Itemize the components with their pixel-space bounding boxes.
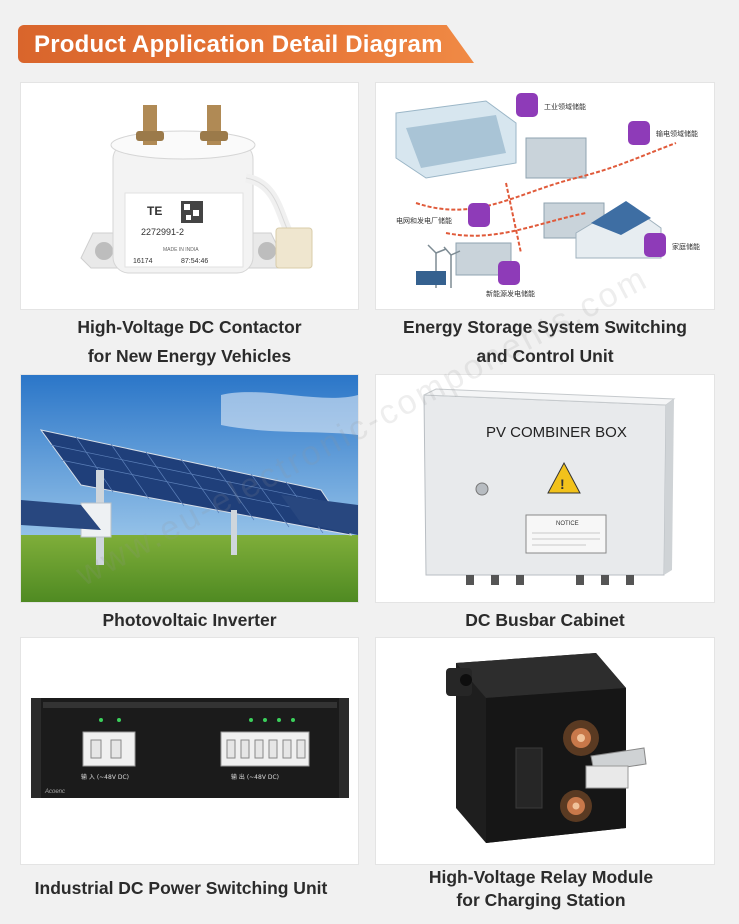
busbar-cabinet-caption: DC Busbar Cabinet <box>465 610 625 630</box>
contactor-code-left: 16174 <box>133 258 153 265</box>
label-transmission: 输电领域储能 <box>656 129 698 138</box>
dc-unit-output-label: 输 出 (~48V DC) <box>231 773 279 781</box>
dc-power-unit-image-card: 输 入 (~48V DC) 输 出 (~48V DC) Acoenc <box>21 638 358 864</box>
relay-module-caption: High-Voltage Relay Module for Charging S… <box>428 867 654 910</box>
label-grid: 电网和发电厂储能 <box>396 216 452 225</box>
cabinet-title: PV COMBINER BOX <box>486 424 627 441</box>
contactor-image-card: TE 2272991-2 MADE IN INDIA 16174 87:54:4… <box>21 83 358 309</box>
contactor-made-in: MADE IN INDIA <box>163 247 199 253</box>
svg-text:!: ! <box>560 476 565 492</box>
busbar-cabinet-image-card: PV COMBINER BOX ! NOTICE <box>376 375 714 602</box>
relay-module-photo <box>376 638 714 864</box>
contactor-part-number: 2272991-2 <box>141 227 184 237</box>
pv-inverter-caption: Photovoltaic Inverter <box>102 610 277 630</box>
busbar-cabinet-photo: PV COMBINER BOX ! NOTICE <box>376 375 714 602</box>
dc-unit-input-label: 输 入 (~48V DC) <box>81 773 129 781</box>
contactor-caption: High-Voltage DC Contactor for New Energy… <box>77 317 302 366</box>
label-industrial: 工业领域储能 <box>544 102 586 111</box>
dc-unit-brand: Acoenc <box>44 789 65 795</box>
title-banner: Product Application Detail Diagram <box>18 25 474 63</box>
page-title: Product Application Detail Diagram <box>34 31 443 58</box>
energy-storage-photo: 工业领域储能 输电领域储能 电网和发电厂储能 家庭储能 新能源发电储能 <box>376 83 714 309</box>
energy-storage-image-card: 工业领域储能 输电领域储能 电网和发电厂储能 家庭储能 新能源发电储能 <box>376 83 714 309</box>
label-renewable: 新能源发电储能 <box>486 289 535 298</box>
contactor-code-right: 87:54:46 <box>181 258 208 265</box>
cabinet-notice: NOTICE <box>556 521 579 527</box>
pv-inverter-image-card <box>21 375 358 602</box>
label-home: 家庭储能 <box>672 242 700 251</box>
dc-power-unit-caption: Industrial DC Power Switching Unit <box>34 878 328 898</box>
energy-storage-caption: Energy Storage System Switching and Cont… <box>403 317 687 366</box>
pv-inverter-photo <box>21 375 358 602</box>
relay-module-image-card <box>376 638 714 864</box>
dc-power-unit-photo: 输 入 (~48V DC) 输 出 (~48V DC) Acoenc <box>21 638 358 864</box>
contactor-brand: TE <box>147 204 162 218</box>
contactor-photo: TE 2272991-2 MADE IN INDIA 16174 87:54:4… <box>21 83 358 309</box>
